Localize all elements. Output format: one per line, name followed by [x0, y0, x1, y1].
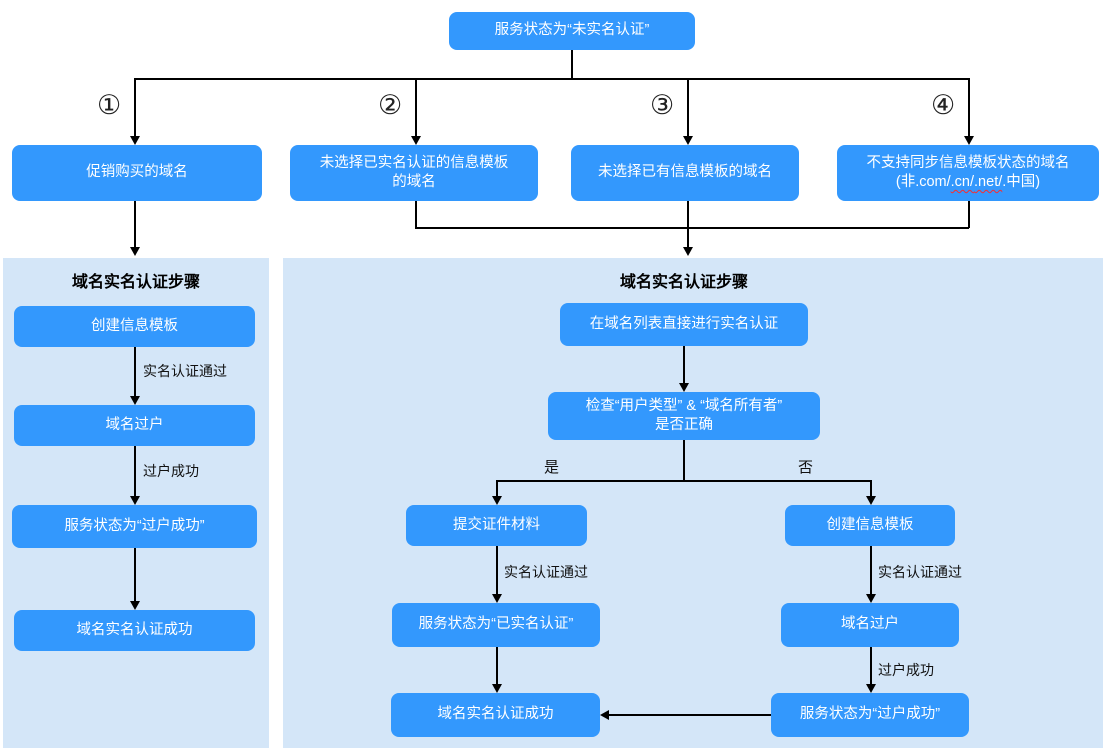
flow-node-service-status-unverified: 服务状态为“未实名认证”: [449, 12, 695, 50]
flow-line: [870, 480, 872, 496]
flow-line: [134, 548, 136, 601]
arrowhead-down-icon: [866, 594, 876, 603]
arrowhead-down-icon: [683, 136, 693, 145]
arrowhead-down-icon: [130, 601, 140, 610]
flow-node-sublabel: (非.com/.cn/.net/.中国): [896, 173, 1040, 192]
flow-line: [415, 227, 969, 229]
flow-node-create-info-template-left: 创建信息模板: [14, 306, 255, 347]
domain-note-cn: .cn/: [950, 174, 975, 190]
flow-line: [415, 201, 417, 228]
flow-line: [571, 50, 573, 78]
flow-node-status-transfer-success-left: 服务状态为“过户成功”: [12, 505, 257, 548]
branch-number-3: ③: [650, 90, 675, 121]
flow-node-label: 服务状态为“过户成功”: [799, 706, 941, 723]
flow-line: [134, 201, 136, 247]
flow-node-create-info-template-right: 创建信息模板: [785, 505, 955, 546]
flow-line: [687, 201, 689, 228]
flow-line: [496, 546, 498, 594]
flow-node-label: 创建信息模板: [826, 516, 914, 533]
flow-line: [687, 227, 689, 247]
arrowhead-down-icon: [866, 684, 876, 693]
flow-node-label: 未选择已有信息模板的域名: [598, 164, 772, 181]
flow-node-label: 是否正确: [655, 417, 713, 433]
flow-line: [968, 201, 970, 228]
arrowhead-down-icon: [679, 383, 689, 392]
flow-node-status-transfer-success-right: 服务状态为“过户成功”: [771, 693, 969, 737]
flow-line: [687, 78, 689, 136]
flow-node-realname-auth-success-left: 域名实名认证成功: [14, 610, 255, 651]
flow-node-check-user-type-owner: 检查“用户类型” & “域名所有者” 是否正确: [548, 392, 820, 440]
domain-note-post: .中国): [1002, 174, 1041, 190]
flow-node-label: 创建信息模板: [91, 317, 178, 334]
flow-line: [683, 440, 685, 480]
flow-node-no-verified-template-domain: 未选择已实名认证的信息模板 的域名: [290, 145, 538, 201]
flow-node-label: 的域名: [392, 174, 436, 190]
flow-node-status-verified: 服务状态为“已实名认证”: [392, 603, 600, 647]
flow-node-domain-transfer-left: 域名过户: [14, 405, 255, 446]
arrowhead-down-icon: [130, 247, 140, 256]
arrowhead-down-icon: [130, 496, 140, 505]
flow-line: [683, 346, 685, 383]
flow-node-label: 域名实名认证成功: [76, 621, 193, 638]
arrowhead-down-icon: [130, 136, 140, 145]
flow-line: [134, 78, 969, 80]
left-panel-title: 域名实名认证步骤: [71, 272, 200, 291]
flow-node-domain-transfer-right: 域名过户: [781, 603, 959, 647]
flow-node-label: 检查“用户类型” & “域名所有者”: [585, 397, 783, 414]
edge-label-realname-passed: 实名认证通过: [504, 564, 588, 580]
flow-line: [968, 78, 970, 136]
flow-node-verify-in-domain-list: 在域名列表直接进行实名认证: [560, 303, 808, 346]
branch-number-1: ①: [97, 90, 122, 121]
branch-label-yes: 是: [544, 459, 560, 476]
flow-node-label: 服务状态为“过户成功”: [64, 517, 205, 534]
flow-node-no-existing-template-domain: 未选择已有信息模板的域名: [571, 145, 799, 201]
flow-line: [415, 78, 417, 136]
arrowhead-left-icon: [600, 710, 609, 720]
arrowhead-down-icon: [866, 496, 876, 505]
arrowhead-down-icon: [492, 594, 502, 603]
flow-node-realname-auth-success-right: 域名实名认证成功: [391, 693, 600, 737]
flow-line: [134, 347, 136, 396]
flow-line: [608, 714, 771, 716]
edge-label-transfer-success: 过户成功: [143, 463, 199, 479]
flow-line: [496, 647, 498, 684]
arrowhead-down-icon: [411, 136, 421, 145]
flow-node-label: 提交证件材料: [453, 516, 540, 533]
edge-label-transfer-success: 过户成功: [878, 662, 934, 678]
flow-node-label: 未选择已实名认证的信息模板: [319, 154, 509, 171]
flow-node-label: 域名过户: [105, 416, 164, 433]
flow-line: [134, 446, 136, 496]
branch-label-no: 否: [798, 459, 814, 476]
flow-node-label: 促销购买的域名: [86, 164, 188, 181]
flow-node-label: 服务状态为“已实名认证”: [418, 616, 574, 633]
domain-note-pre: (非.com/: [895, 174, 951, 190]
branch-number-2: ②: [378, 90, 403, 121]
flow-node-label: 域名过户: [841, 616, 899, 633]
flow-line: [496, 480, 498, 496]
flow-node-submit-documents: 提交证件材料: [406, 505, 587, 546]
domain-note-net: .net/: [974, 174, 1003, 190]
branch-number-4: ④: [931, 90, 956, 121]
edge-label-realname-passed: 实名认证通过: [878, 564, 962, 580]
flow-line: [496, 480, 871, 482]
flow-node-label: 服务状态为“未实名认证”: [494, 22, 650, 39]
flow-line: [870, 546, 872, 594]
flow-node-label: 在域名列表直接进行实名认证: [589, 315, 779, 332]
flow-node-unsupported-sync-domain: 不支持同步信息模板状态的域名 (非.com/.cn/.net/.中国): [837, 145, 1099, 201]
flow-node-label: 域名实名认证成功: [437, 706, 554, 723]
arrowhead-down-icon: [964, 136, 974, 145]
flow-node-promo-domain: 促销购买的域名: [12, 145, 262, 201]
arrowhead-down-icon: [492, 684, 502, 693]
right-panel-title: 域名实名认证步骤: [619, 272, 748, 291]
flow-line: [134, 78, 136, 136]
arrowhead-down-icon: [683, 247, 693, 256]
edge-label-realname-passed: 实名认证通过: [143, 363, 227, 379]
flow-line: [870, 647, 872, 684]
arrowhead-down-icon: [130, 396, 140, 405]
flow-node-label: 不支持同步信息模板状态的域名: [866, 154, 1070, 171]
arrowhead-down-icon: [492, 496, 502, 505]
